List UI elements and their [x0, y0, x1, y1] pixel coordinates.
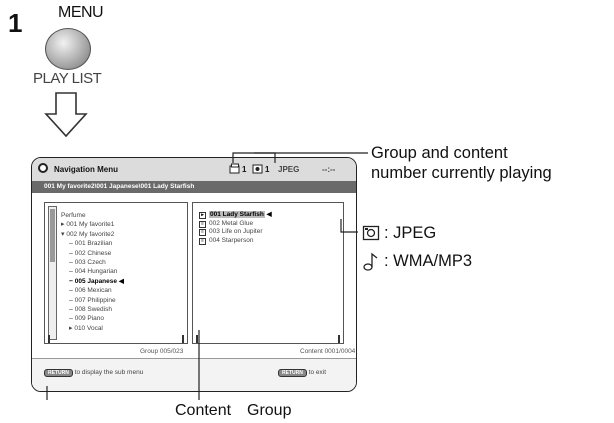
content-counter: Content 0001/0004 [300, 348, 356, 355]
content-type-icon: ≡ [199, 220, 206, 228]
selected-arrow-icon: ◀ [264, 211, 272, 218]
group-tree-item[interactable]: – 005 Japanese ◀ [61, 277, 124, 286]
group-tree-item[interactable]: – 009 Piano [61, 314, 124, 323]
content-type: JPEG [278, 165, 300, 174]
content-type-icon: ▸ [199, 212, 206, 219]
group-label: Group [247, 402, 292, 419]
tree-branch-icon: – [69, 240, 73, 248]
playlist-label: PLAY LIST [33, 70, 102, 87]
tree-branch-icon: – [69, 249, 73, 257]
header-bar: Navigation Menu 1 1 JPEG --:-- [32, 158, 356, 182]
group-tree-item[interactable]: – 001 Brazilian [61, 239, 124, 248]
group-tree-item[interactable]: – 002 Chinese [61, 249, 124, 258]
content-list-item[interactable]: ▸001 Lady Starfish ◀ [199, 211, 272, 220]
content-label-text: 001 Lady Starfish [209, 211, 265, 218]
group-tree-item[interactable]: – 003 Czech [61, 258, 124, 267]
group-tree-label: 008 Swedish [74, 306, 112, 314]
group-tree-item[interactable]: ▸ 010 Vocal [61, 324, 124, 333]
group-tree-item[interactable]: – 004 Hungarian [61, 267, 124, 276]
content-label: Content [175, 402, 232, 419]
down-arrow-icon [44, 92, 88, 138]
tree-branch-icon: – [69, 287, 73, 295]
group-tree-label: 009 Piano [74, 315, 104, 323]
tree-branch-icon: ▸ [61, 221, 65, 229]
group-tree-label: 004 Hungarian [74, 268, 118, 276]
jpeg-icon [362, 225, 380, 241]
content-icon [252, 164, 263, 174]
group-tree-label: 007 Philippine [74, 296, 116, 304]
legend-wma-label: : WMA/MP3 [384, 252, 473, 270]
tree-branch-icon: – [69, 306, 73, 314]
play-time: --:-- [322, 165, 336, 174]
content-list-item[interactable]: ≡004 Starperson [199, 237, 272, 246]
selected-arrow-icon: ◀ [117, 277, 124, 285]
return-key-icon: RETURN [44, 369, 73, 377]
callout-line-2: number currently playing [371, 164, 552, 182]
legend-jpeg-label: : JPEG [384, 224, 437, 242]
path-bar: 001 My favorite2\001 Japanese\001 Lady S… [32, 181, 356, 193]
group-tree-label: 002 My favorite2 [66, 230, 115, 238]
group-tree-item[interactable]: ▾ 002 My favorite2 [61, 230, 124, 239]
group-counter: Group 005/023 [140, 348, 184, 355]
content-type-icon: ≡ [199, 237, 206, 245]
music-note-icon [363, 252, 378, 271]
screen-title: Navigation Menu [54, 165, 119, 174]
menu-button[interactable] [45, 28, 91, 70]
group-tree-item[interactable]: – 008 Swedish [61, 305, 124, 314]
group-tree-panel[interactable]: Perfume▸ 001 My favorite1▾ 002 My favori… [44, 202, 188, 344]
tree-branch-icon: – [69, 259, 73, 267]
submenu-hint: to display the sub menu [74, 369, 144, 376]
tree-branch-icon: – [69, 315, 73, 323]
tree-branch-icon: ▾ [61, 230, 65, 238]
group-tree-item[interactable]: – 006 Mexican [61, 286, 124, 295]
group-tree-label: 003 Czech [74, 259, 106, 267]
content-label-text: 003 Life on Jupiter [209, 228, 263, 236]
content-type-icon: ≡ [199, 229, 206, 237]
step-number: 1 [8, 8, 23, 38]
tree-branch-icon: ▸ [69, 324, 73, 332]
group-tree-item[interactable]: ▸ 001 My favorite1 [61, 220, 124, 229]
menu-label: MENU [58, 4, 104, 21]
group-tree-item[interactable]: – 007 Philippine [61, 296, 124, 305]
group-tree-label: 010 Vocal [74, 324, 103, 332]
tree-branch-icon: – [69, 296, 73, 304]
content-number: 1 [265, 165, 270, 174]
navigation-menu-screen: Navigation Menu 1 1 JPEG --:-- 001 My fa… [31, 157, 357, 392]
legend-jpeg: : JPEG [362, 224, 436, 247]
group-tree-label: Perfume [61, 212, 86, 219]
navigation-icon [38, 163, 48, 173]
tree-branch-icon: – [69, 277, 73, 285]
group-tree-label: 005 Japanese [74, 277, 118, 285]
content-label-text: 004 Starperson [209, 236, 254, 244]
content-list-item[interactable]: ≡003 Life on Jupiter [199, 228, 272, 237]
group-scrollbar[interactable] [48, 206, 57, 340]
exit-hint: to exit [308, 369, 326, 376]
group-icon [229, 163, 240, 174]
group-tree-label: 001 My favorite1 [66, 221, 115, 229]
group-tree-item[interactable]: Perfume [61, 211, 124, 220]
tree-branch-icon: – [69, 268, 73, 276]
group-tree-label: 002 Chinese [74, 249, 112, 257]
content-label-text: 002 Metal Glue [209, 219, 254, 227]
return-key-icon: RETURN [278, 369, 307, 377]
group-tree-label: 006 Mexican [74, 287, 112, 295]
group-number: 1 [242, 165, 247, 174]
group-tree-label: 001 Brazilian [74, 240, 113, 248]
content-list-panel[interactable]: ▸001 Lady Starfish ◀≡002 Metal Glue≡003 … [192, 202, 344, 344]
legend-wma: : WMA/MP3 [362, 252, 472, 277]
content-list-item[interactable]: ≡002 Metal Glue [199, 220, 272, 229]
callout-line-1: Group and content [371, 144, 508, 162]
footer-bar: RETURN to display the sub menu RETURN to… [32, 358, 356, 391]
